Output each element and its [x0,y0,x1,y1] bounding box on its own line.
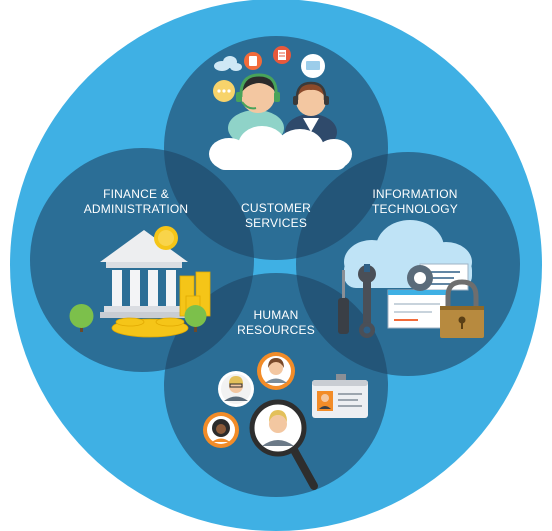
padlock-icon [440,279,484,338]
bank-building-icon [100,230,188,318]
label-line: SERVICES [244,216,308,230]
screwdriver-icon [338,270,349,334]
gold-coin-icon [154,226,178,250]
message-icon [301,54,325,78]
label-line: RESOURCES [237,323,315,337]
label-line: FINANCE & [103,187,169,201]
label-line: TECHNOLOGY [371,202,459,216]
label-line: HUMAN [253,308,299,322]
small-cloud-icon [214,56,242,71]
person-avatar-icon [257,352,295,390]
browser-window-icon [387,289,449,329]
label-line: ADMINISTRATION [83,202,189,216]
label-line: INFORMATION [372,187,458,201]
magnifier-icon [249,399,318,490]
wrench-icon [358,264,376,338]
gear-icon [407,265,433,291]
person-avatar-icon [203,412,239,448]
finance-illustration [69,226,211,338]
label-human-resources: HUMAN RESOURCES [237,308,315,338]
label-finance-administration: FINANCE & ADMINISTRATION [84,187,189,217]
notification-icon [244,52,262,70]
gold-coins-icon [111,271,211,338]
person-avatar-icon [218,371,254,407]
it-illustration [338,220,484,338]
id-card-icon [312,374,368,418]
tree-icon [184,305,207,332]
chat-bubble-icon [213,80,235,102]
cloud-icon [209,126,352,170]
label-line: CUSTOMER [240,201,312,215]
list-icon [273,46,291,64]
label-information-technology: INFORMATION TECHNOLOGY [372,187,458,217]
customer-services-illustration [209,46,352,170]
hr-illustration [203,352,368,490]
outer-circle [10,0,542,531]
tree-icon [69,304,94,332]
label-customer-services: CUSTOMER SERVICES [241,201,311,231]
